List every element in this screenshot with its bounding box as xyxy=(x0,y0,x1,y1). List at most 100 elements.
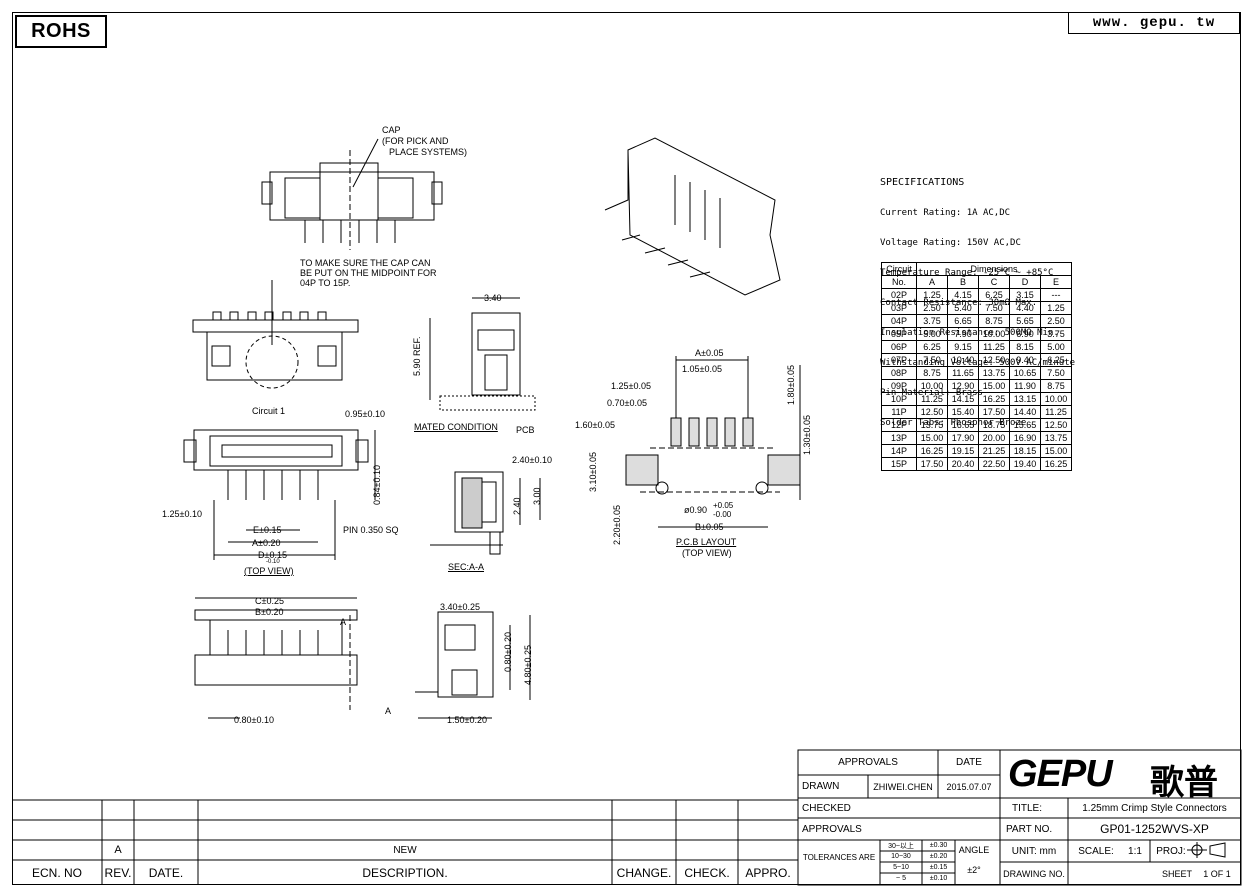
dim-1-25-pitch: 1.25±0.10 xyxy=(162,509,202,519)
th-col-d: D xyxy=(1009,275,1041,289)
rev-header-description: DESCRIPTION. xyxy=(362,865,448,880)
table-cell: 5.00 xyxy=(1040,340,1072,354)
table-cell: 07P xyxy=(881,353,917,367)
tb-scale-value: 1:1 xyxy=(1128,845,1142,857)
dim-a: A±0.20 xyxy=(252,538,281,548)
tb-angle: ANGLE xyxy=(958,845,990,855)
table-cell: 10.00 xyxy=(1040,392,1072,406)
label-top-view: (TOP VIEW) xyxy=(244,566,294,576)
spec-line: Current Rating: 1A AC,DC xyxy=(880,208,1011,218)
table-cell: 13.15 xyxy=(1009,392,1041,406)
tb-title-key: TITLE: xyxy=(1012,802,1043,814)
table-cell: 13.75 xyxy=(1040,431,1072,445)
front-view xyxy=(192,280,359,389)
table-cell: 8.75 xyxy=(916,366,948,380)
3d-isometric-view xyxy=(604,137,781,296)
dim-3-40: 3.40 xyxy=(484,293,502,303)
label-sec-a-a: SEC:A-A xyxy=(448,562,485,572)
th-col-e: E xyxy=(1040,275,1072,289)
table-cell: 13P xyxy=(881,431,917,445)
table-cell: 12P xyxy=(881,418,917,432)
dim-d: D±0.15 xyxy=(258,550,287,560)
website-url[interactable]: www. gepu. tw xyxy=(1068,12,1240,34)
table-cell: 4.40 xyxy=(1009,301,1041,315)
table-cell: 17.90 xyxy=(947,431,979,445)
th-dimensions: Dimensions xyxy=(916,262,1072,276)
label-pin: PIN 0.350 SQ xyxy=(343,525,399,535)
tb-sheet-key: SHEET xyxy=(1161,868,1192,879)
table-cell: 22.50 xyxy=(978,457,1010,471)
label-pcb: PCB xyxy=(516,425,535,435)
tb-drawn: DRAWN xyxy=(802,781,840,792)
table-cell: 9.15 xyxy=(947,340,979,354)
rev-header-date: DATE. xyxy=(148,865,184,880)
table-cell: 3.75 xyxy=(1040,327,1072,341)
table-cell: 7.50 xyxy=(978,301,1010,315)
tb-tol-value: ±0.15 xyxy=(929,864,948,871)
table-cell: 19.15 xyxy=(947,444,979,458)
tb-drawn-date: 2015.07.07 xyxy=(946,781,992,792)
dim-c: C±0.25 xyxy=(255,596,284,606)
dim-0-70: 0.70±0.05 xyxy=(607,398,647,408)
table-cell: 1.25 xyxy=(916,288,948,302)
dim-b: B±0.20 xyxy=(255,607,284,617)
table-cell: 02P xyxy=(881,288,917,302)
table-cell: 11.65 xyxy=(947,366,979,380)
table-cell: 2.50 xyxy=(1040,314,1072,328)
rev-header-ecn: ECN. NO xyxy=(31,865,82,880)
dim-phi-0-90: ø0.90 xyxy=(684,505,708,515)
table-cell: 6.25 xyxy=(978,288,1010,302)
mated-side-view xyxy=(429,297,536,411)
table-cell: 5.40 xyxy=(947,301,979,315)
table-cell: 17.50 xyxy=(978,405,1010,419)
tb-checked: CHECKED xyxy=(802,802,851,814)
table-cell: 10.00 xyxy=(916,379,948,393)
table-cell: 08P xyxy=(881,366,917,380)
dim-3-40-tol: 3.40±0.25 xyxy=(440,602,480,612)
th-col-c: C xyxy=(978,275,1010,289)
top-view xyxy=(183,429,376,560)
th-circuit: Circuit xyxy=(881,262,917,276)
table-cell: 12.50 xyxy=(1040,418,1072,432)
table-cell: --- xyxy=(1040,288,1072,302)
table-cell: 1.25 xyxy=(1040,301,1072,315)
drawing-frame xyxy=(12,12,1241,885)
section-a-a-view xyxy=(430,471,541,555)
title-block-lines xyxy=(797,749,1242,886)
label-cap-3: PLACE SYSTEMS) xyxy=(389,147,468,157)
note-line-3: 04P TO 15P. xyxy=(300,278,351,288)
front-pins xyxy=(304,220,396,243)
tb-tol-value: ±0.20 xyxy=(929,853,948,860)
table-cell: 05P xyxy=(881,327,917,341)
dim-2-40-tol: 2.40±0.10 xyxy=(512,455,552,465)
spec-line: Voltage Rating: 150V AC,DC xyxy=(880,238,1021,248)
section-mark-a: A xyxy=(340,617,347,627)
tb-scale-key: SCALE: xyxy=(1078,845,1114,857)
table-cell: 12.50 xyxy=(916,405,948,419)
label-cap: CAP xyxy=(382,125,401,135)
table-cell: 20.00 xyxy=(978,431,1010,445)
tb-date-header: DATE xyxy=(956,757,982,768)
table-cell: 6.65 xyxy=(947,314,979,328)
dim-4-80: 4.80±0.25 xyxy=(523,645,533,685)
dim-a-pcb: A±0.05 xyxy=(695,348,724,358)
tb-sheet-value: 1 OF 1 xyxy=(1203,868,1231,879)
rohs-badge: ROHS xyxy=(15,15,107,48)
table-cell: 12.50 xyxy=(978,353,1010,367)
dim-0-80: 0.80±0.10 xyxy=(234,715,274,725)
tb-proj: PROJ: xyxy=(1156,845,1186,857)
table-cell: 15.00 xyxy=(916,431,948,445)
dim-1-80: 1.80±0.05 xyxy=(786,365,796,405)
table-cell: 3.15 xyxy=(1009,288,1041,302)
tb-tol-range: ~ 5 xyxy=(896,875,906,882)
table-cell: 2.50 xyxy=(916,301,948,315)
table-cell: 6.90 xyxy=(1009,327,1041,341)
table-cell: 11P xyxy=(881,405,917,419)
table-cell: 12.90 xyxy=(947,379,979,393)
dim-2-20: 2.20±0.05 xyxy=(612,505,622,545)
revision-block-lines xyxy=(12,799,798,885)
dim-1-05: 1.05±0.05 xyxy=(682,364,722,374)
dim-e: E±0.15 xyxy=(253,525,282,535)
